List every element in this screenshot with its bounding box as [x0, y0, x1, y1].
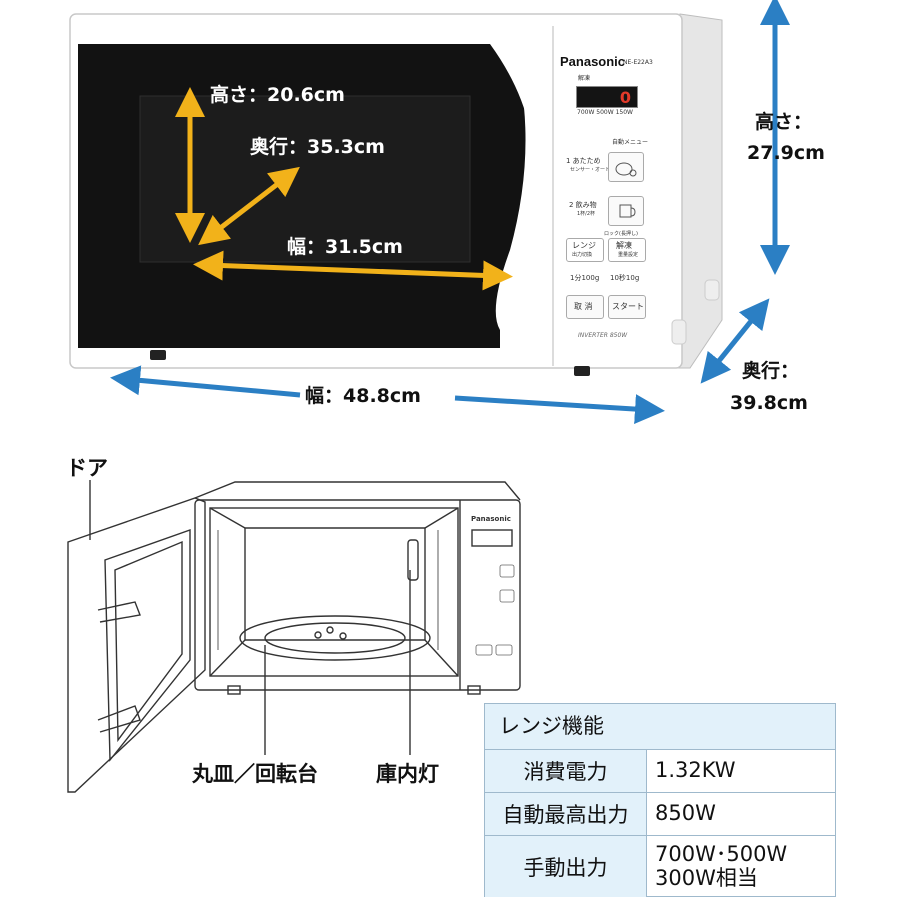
brand-logo: Panasonic	[560, 54, 626, 69]
inner-width-arrow	[193, 250, 513, 291]
range-label: レンジ	[572, 241, 596, 250]
reheat-label: 1 あたため	[566, 157, 601, 165]
display-digit: 0	[619, 88, 631, 107]
spec-table-header: レンジ機能	[485, 704, 835, 750]
start-button[interactable]: スタート	[608, 295, 646, 319]
auto-menu-label: 自動メニュー	[612, 139, 649, 146]
spec-value-line2: 300W相当	[655, 865, 758, 890]
defrost-button[interactable]	[608, 238, 646, 262]
outer-width-arrow-right	[454, 394, 665, 425]
drink-sub: 1杯/2杯	[577, 211, 596, 217]
spec-label: 手動出力	[485, 836, 647, 897]
reheat-button[interactable]	[608, 152, 644, 182]
reheat-sub: センサー・オート	[570, 167, 611, 173]
defrost-sub: 重量設定	[618, 252, 639, 258]
outer-width-label: 幅：48.8cm	[305, 385, 421, 407]
outer-depth-label-2: 39.8cm	[730, 392, 808, 414]
door-label: ドア	[66, 456, 108, 480]
range-sub: 出力切換	[572, 252, 593, 258]
inner-depth-arrow	[198, 166, 300, 246]
spec-table: レンジ機能 消費電力 1.32KW 自動最高出力 850W 手動出力 700W･…	[484, 703, 836, 897]
spec-label: 自動最高出力	[485, 793, 647, 835]
cancel-label: 取 消	[574, 302, 593, 311]
table-row: 手動出力 700W･500W 300W相当	[485, 836, 835, 897]
drink-label: 2 飲み物	[569, 201, 597, 209]
open-microwave-drawing	[67, 480, 521, 793]
start-label: スタート	[612, 302, 644, 311]
power-levels: 700W 500W 150W	[577, 109, 633, 116]
plate-cover-icon	[615, 162, 637, 177]
outer-height-label-2: 27.9cm	[747, 142, 825, 164]
display-label: 解凍	[578, 75, 591, 82]
cup-icon	[619, 204, 636, 218]
inner-width-label: 幅：31.5cm	[287, 236, 403, 258]
inner-height-label: 高さ：20.6cm	[210, 84, 345, 106]
spec-value: 1.32KW	[655, 758, 736, 783]
outer-depth-label-1: 奥行：	[742, 360, 800, 382]
second-label: 10秒10g	[610, 274, 640, 282]
lamp-label: 庫内灯	[376, 762, 439, 786]
table-row: 自動最高出力 850W	[485, 793, 835, 836]
spec-value-line1: 700W･500W	[655, 842, 788, 867]
cancel-button[interactable]: 取 消	[566, 295, 604, 319]
spec-value: 850W	[655, 801, 716, 826]
defrost-label: 解凍	[616, 241, 632, 250]
inverter-badge: INVERTER 850W	[578, 332, 628, 339]
spec-value: 700W･500W 300W相当	[647, 836, 835, 897]
outer-width-arrow-left	[110, 365, 301, 398]
outer-height-label-1: 高さ：	[755, 111, 813, 133]
dimension-arrows	[110, 0, 790, 425]
display-screen: 0	[576, 86, 638, 108]
range-button[interactable]	[566, 238, 604, 262]
inner-depth-label: 奥行：35.3cm	[250, 136, 385, 158]
model-number: NE-E22A3	[623, 59, 653, 66]
plate-label: 丸皿／回転台	[192, 762, 318, 786]
outer-depth-arrow	[700, 298, 770, 384]
lock-label: ロック(長押し)	[604, 231, 638, 237]
drink-button[interactable]	[608, 196, 644, 226]
drawing-brand: Panasonic	[471, 515, 511, 523]
spec-label: 消費電力	[485, 750, 647, 792]
minute-label: 1分100g	[570, 274, 600, 282]
table-row: 消費電力 1.32KW	[485, 750, 835, 793]
